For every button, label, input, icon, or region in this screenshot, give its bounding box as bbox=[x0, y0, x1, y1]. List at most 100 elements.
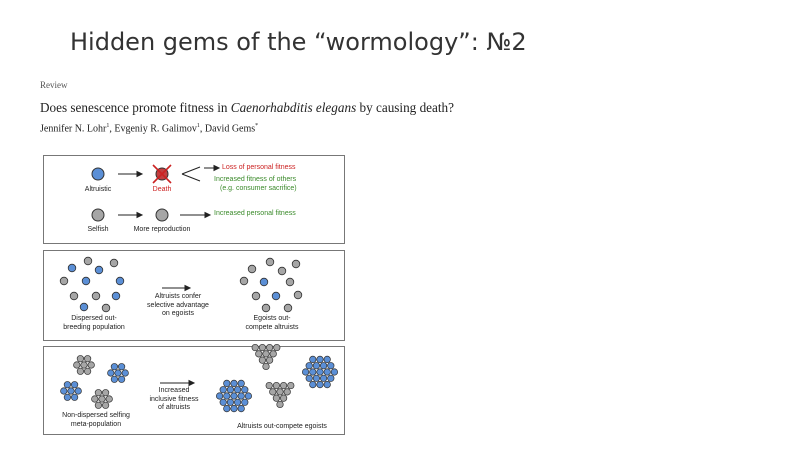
label-consumer-sacrifice: (e.g. consumer sacrifice) bbox=[220, 185, 297, 192]
arrow-to-loss bbox=[204, 164, 221, 172]
paper-authors: Jennifer N. Lohr1, Evgeniy R. Galimov1, … bbox=[40, 123, 258, 134]
worm bbox=[305, 374, 313, 382]
paper-title-species: Caenorhabditis elegans bbox=[230, 100, 357, 115]
worm bbox=[302, 368, 310, 376]
worm bbox=[60, 387, 68, 395]
worm bbox=[233, 398, 242, 406]
worm bbox=[80, 361, 88, 369]
worm bbox=[269, 350, 277, 358]
panel-non-dispersed-population: Non-dispersed selfing meta-population In… bbox=[43, 343, 345, 435]
label-selfish: Selfish bbox=[87, 226, 109, 233]
worm bbox=[219, 398, 227, 406]
worm bbox=[327, 374, 335, 382]
worm bbox=[309, 368, 317, 376]
worm bbox=[67, 387, 75, 395]
arrow-panel-2 bbox=[162, 284, 192, 292]
author-2-affiliation: 1 bbox=[196, 123, 200, 129]
label-increased-personal-fitness: Increased personal fitness bbox=[214, 210, 296, 217]
worm bbox=[309, 355, 317, 363]
worm bbox=[255, 350, 263, 358]
label-dispersed-population: Dispersed out- breeding population bbox=[63, 315, 125, 331]
worm bbox=[114, 369, 122, 377]
worm bbox=[276, 388, 284, 396]
worm bbox=[287, 381, 295, 390]
worm bbox=[312, 362, 321, 370]
worm bbox=[265, 356, 274, 364]
label-loss-personal-fitness: Loss of personal fitness bbox=[222, 164, 296, 171]
worm bbox=[219, 386, 227, 394]
gray-cluster-left-top bbox=[73, 355, 95, 375]
worm bbox=[327, 362, 335, 370]
worm bbox=[237, 392, 245, 400]
worm bbox=[70, 381, 79, 389]
worm bbox=[316, 381, 324, 389]
worm bbox=[121, 369, 129, 377]
worm bbox=[316, 368, 324, 376]
worm bbox=[74, 387, 82, 395]
worm bbox=[279, 381, 288, 390]
worm bbox=[323, 368, 331, 376]
worm bbox=[258, 343, 267, 352]
paper-kind: Review bbox=[40, 80, 68, 90]
worm bbox=[63, 393, 72, 401]
worm bbox=[316, 355, 324, 363]
worm bbox=[279, 394, 288, 402]
worm bbox=[101, 389, 110, 397]
worm bbox=[237, 379, 245, 387]
worm bbox=[230, 405, 238, 413]
worm bbox=[330, 368, 338, 376]
worm bbox=[105, 395, 113, 403]
author-1: Jennifer N. Lohr bbox=[40, 123, 107, 135]
blue-cluster-left-top bbox=[107, 363, 129, 383]
worm bbox=[323, 355, 331, 363]
blue-colony-large-right bbox=[302, 355, 338, 389]
label-altruistic: Altruistic bbox=[84, 186, 112, 193]
worm bbox=[258, 356, 267, 364]
worm bbox=[83, 367, 92, 375]
blue-colony-large-left bbox=[216, 379, 252, 413]
author-3-mark: * bbox=[255, 123, 259, 129]
worm bbox=[269, 388, 277, 396]
slide-title: Hidden gems of the “wormology”: №2 bbox=[70, 28, 527, 56]
worm bbox=[94, 401, 103, 409]
worm bbox=[87, 361, 95, 369]
label-altruists-outcompete: Altruists out-compete egoists bbox=[237, 423, 327, 430]
worm bbox=[237, 405, 245, 413]
worm bbox=[117, 375, 126, 383]
author-3: , David Gems bbox=[199, 123, 256, 135]
worm bbox=[63, 381, 72, 389]
label-non-dispersed-population: Non-dispersed selfing meta-population bbox=[62, 412, 130, 428]
worm bbox=[73, 361, 81, 369]
dispersed-population-right bbox=[239, 257, 303, 313]
panel-1-graphics bbox=[91, 164, 221, 222]
worm bbox=[241, 398, 249, 406]
blue-cluster-left-bottom bbox=[60, 381, 82, 401]
paper-title-end: by causing death? bbox=[356, 100, 454, 115]
worm bbox=[230, 392, 238, 400]
worm bbox=[117, 363, 126, 371]
label-increased-fitness-others: Increased fitness of others bbox=[214, 176, 297, 183]
worm bbox=[272, 381, 281, 390]
worm bbox=[230, 379, 238, 387]
label-altruists-confer: Altruists confer selective advantage on … bbox=[147, 293, 209, 317]
worm bbox=[309, 381, 317, 389]
selfish-worm bbox=[91, 208, 105, 222]
worm bbox=[276, 400, 284, 409]
worm bbox=[101, 401, 110, 409]
worm bbox=[83, 355, 92, 363]
worm bbox=[76, 355, 85, 363]
worm bbox=[265, 381, 273, 390]
worm bbox=[110, 375, 119, 383]
worm bbox=[91, 395, 99, 403]
author-1-affiliation: 1 bbox=[106, 123, 110, 129]
panel-dispersed-population: Dispersed out- breeding population Altru… bbox=[43, 250, 345, 341]
worm bbox=[226, 386, 235, 394]
worm bbox=[223, 379, 231, 387]
death-worm bbox=[152, 164, 172, 184]
worm bbox=[244, 392, 252, 400]
reproducing-worm bbox=[155, 208, 169, 222]
worm bbox=[251, 343, 259, 352]
panel-2-graphics bbox=[59, 256, 303, 313]
dispersed-population-left bbox=[59, 256, 125, 313]
author-2: , Evgeniy R. Galimov bbox=[109, 123, 197, 135]
